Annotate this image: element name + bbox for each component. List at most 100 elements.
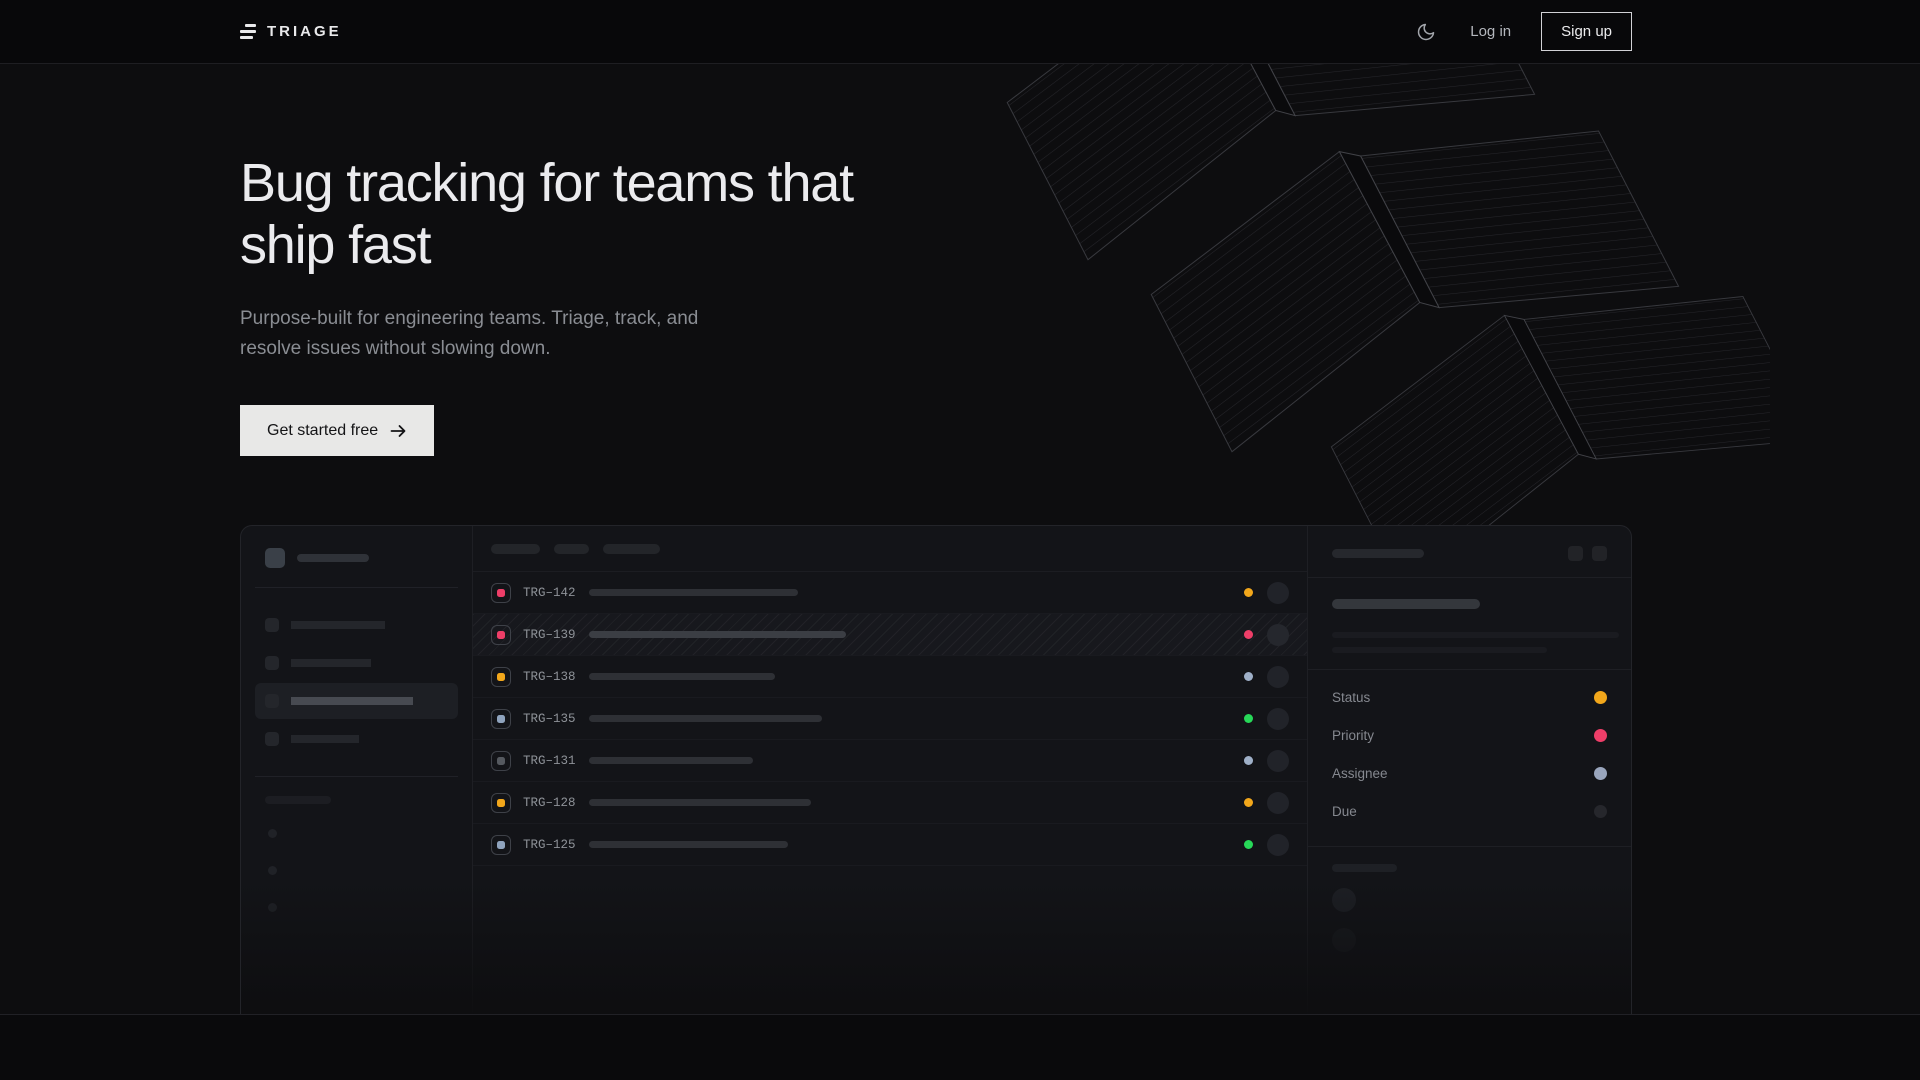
hero-section: Bug tracking for teams that ship fast Pu… <box>0 64 1920 1015</box>
moon-icon <box>1418 23 1435 40</box>
sidebar-item-skeleton <box>291 735 359 744</box>
detail-field: Priority <box>1332 716 1607 754</box>
issue-status-dot <box>1244 714 1253 724</box>
sidebar-divider <box>255 587 458 589</box>
detail-description-skeleton <box>1332 647 1547 654</box>
issue-type-icon <box>491 834 511 855</box>
issue-type-icon <box>491 750 511 771</box>
app-mockup: TRG–142 TRG–139 TRG–138 TRG–135 <box>240 525 1632 1015</box>
detail-title-skeleton <box>1332 599 1480 610</box>
issue-id: TRG–139 <box>523 627 576 642</box>
issue-detail-panel: Status Priority Assignee Due <box>1307 526 1631 1015</box>
detail-field-label: Assignee <box>1332 765 1388 781</box>
detail-breadcrumb-skeleton <box>1332 549 1424 559</box>
issue-list-header <box>473 526 1307 573</box>
workspace-switcher <box>265 548 448 569</box>
sidebar-item <box>255 645 458 681</box>
theme-toggle-button[interactable] <box>1412 18 1440 46</box>
footer <box>0 1014 1920 1080</box>
sidebar-item-active <box>255 683 458 720</box>
issue-list: TRG–142 TRG–139 TRG–138 TRG–135 <box>473 572 1307 867</box>
detail-field-label: Priority <box>1332 727 1375 743</box>
detail-field-dot <box>1594 766 1607 780</box>
issue-title-skeleton <box>589 799 811 807</box>
sidebar-list-dot <box>268 866 277 876</box>
issue-assignee-avatar <box>1267 623 1289 646</box>
issue-type-icon <box>491 666 511 687</box>
sidebar-list-dot <box>268 903 277 913</box>
issue-assignee-avatar <box>1267 791 1289 814</box>
detail-field-dot <box>1594 804 1607 818</box>
issue-id: TRG–138 <box>523 669 576 684</box>
sidebar-item <box>255 721 458 757</box>
sidebar-item-skeleton <box>291 621 385 630</box>
detail-field-label: Due <box>1332 803 1357 819</box>
issue-title-skeleton <box>589 673 775 681</box>
issue-row: TRG–142 <box>473 572 1307 615</box>
issue-assignee-avatar <box>1267 707 1289 730</box>
issue-status-dot <box>1244 672 1253 682</box>
detail-field-label: Status <box>1332 689 1371 705</box>
issue-type-dot <box>497 714 505 723</box>
login-link[interactable]: Log in <box>1470 23 1512 40</box>
detail-field: Status <box>1332 678 1607 716</box>
issue-title-skeleton <box>589 841 788 849</box>
detail-field-dot <box>1594 690 1607 704</box>
detail-action-icon <box>1568 546 1583 562</box>
get-started-label: Get started free <box>267 421 379 439</box>
sidebar-list-dot <box>268 829 277 839</box>
triage-bars-icon <box>240 24 256 39</box>
signup-button[interactable]: Sign up <box>1541 12 1632 51</box>
issue-id: TRG–131 <box>523 753 576 768</box>
issue-id: TRG–135 <box>523 711 576 726</box>
sidebar-item-skeleton <box>291 697 413 706</box>
issue-assignee-avatar <box>1267 665 1289 688</box>
issue-type-dot <box>497 672 505 681</box>
detail-divider <box>1308 577 1631 579</box>
issue-row: TRG–139 <box>473 614 1307 657</box>
issue-status-dot <box>1244 588 1253 598</box>
detail-divider <box>1308 669 1631 671</box>
sidebar-item-skeleton <box>291 659 371 668</box>
issue-id: TRG–128 <box>523 795 576 810</box>
activity-avatar <box>1332 888 1356 913</box>
detail-activity-skeleton <box>1332 864 1397 873</box>
issue-type-dot <box>497 630 505 639</box>
detail-divider <box>1308 846 1631 848</box>
list-tab-skeleton <box>491 543 540 554</box>
mockup-sidebar <box>241 526 473 1015</box>
issue-row: TRG–138 <box>473 656 1307 699</box>
issue-id: TRG–142 <box>523 585 576 600</box>
issue-assignee-avatar <box>1267 833 1289 856</box>
detail-field: Assignee <box>1332 754 1607 792</box>
detail-field-dot <box>1594 728 1607 742</box>
issue-title-skeleton <box>589 715 822 723</box>
sidebar-item-icon <box>265 732 279 747</box>
brand-logo[interactable]: TRIAGE <box>240 23 342 40</box>
sidebar-divider <box>255 776 458 778</box>
sidebar-section-skeleton <box>265 796 331 805</box>
issue-id: TRG–125 <box>523 837 576 852</box>
issue-title-skeleton <box>589 757 753 765</box>
sidebar-item-icon <box>265 618 279 633</box>
issue-status-dot <box>1244 798 1253 808</box>
issue-type-dot <box>497 798 505 807</box>
sidebar-item-icon <box>265 656 279 671</box>
hero-heading: Bug tracking for teams that ship fast <box>240 153 854 276</box>
issue-type-icon <box>491 792 511 813</box>
list-tab-skeleton <box>554 543 589 554</box>
issue-status-dot <box>1244 840 1253 850</box>
issue-row: TRG–131 <box>473 740 1307 783</box>
top-nav: TRIAGE Log in Sign up <box>0 0 1920 64</box>
list-tab-skeleton <box>603 543 660 554</box>
issue-type-icon <box>491 708 511 729</box>
detail-description-skeleton <box>1332 632 1619 639</box>
detail-fields: Status Priority Assignee Due <box>1332 678 1607 830</box>
get-started-button[interactable]: Get started free <box>240 405 435 457</box>
issue-assignee-avatar <box>1267 749 1289 772</box>
issue-type-dot <box>497 756 505 765</box>
issue-status-dot <box>1244 630 1253 640</box>
issue-type-icon <box>491 582 511 603</box>
detail-header <box>1332 546 1607 562</box>
detail-field: Due <box>1332 792 1607 830</box>
